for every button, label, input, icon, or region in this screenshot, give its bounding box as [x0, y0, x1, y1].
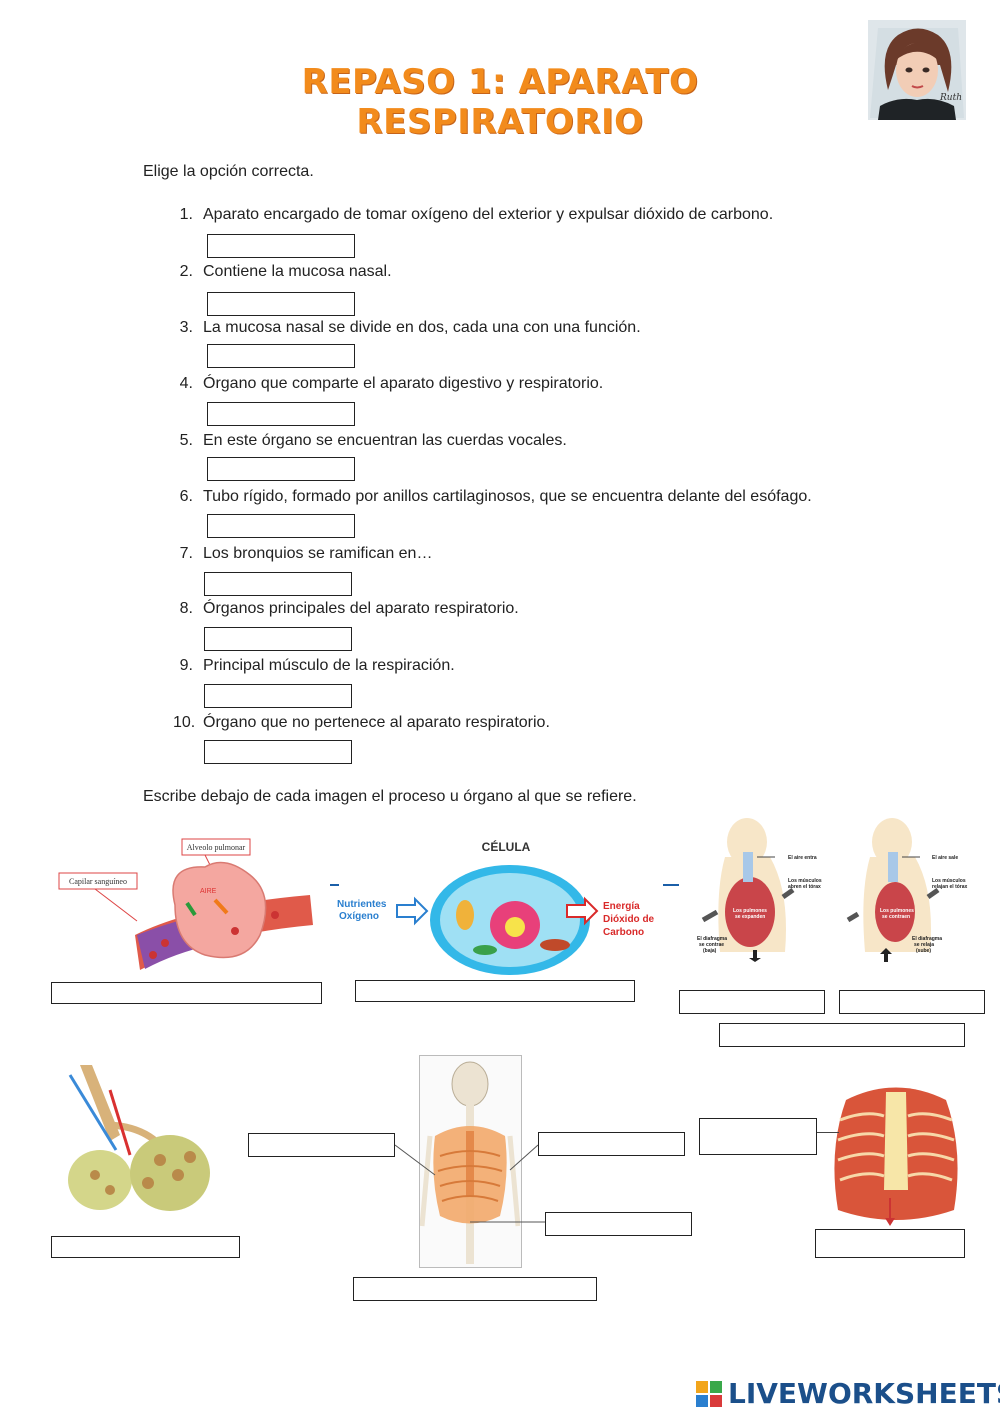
svg-text:El diafragma: El diafragma: [912, 936, 942, 942]
answer-box-intercostal[interactable]: [699, 1118, 817, 1155]
answer-box-4[interactable]: [207, 402, 355, 426]
answer-box-2[interactable]: [207, 292, 355, 316]
svg-text:Los músculos: Los músculos: [788, 878, 822, 884]
separator-dash-1: [330, 884, 339, 886]
answer-box-inhalation[interactable]: [679, 990, 825, 1014]
cell-title: CÉLULA: [482, 839, 531, 854]
svg-text:Los pulmones: Los pulmones: [880, 908, 914, 914]
inhalation-illustration: El aire entra Los músculos abren el tóra…: [697, 818, 822, 962]
answer-box-skeleton[interactable]: [353, 1277, 597, 1301]
svg-text:se relaja: se relaja: [914, 942, 934, 948]
avatar: Ruth: [868, 20, 966, 120]
label-capillary: Capilar sanguíneo: [69, 877, 127, 886]
cell-output-label-1: Energía: [603, 901, 640, 912]
answer-box-10[interactable]: [204, 740, 352, 764]
ribcage-skeleton-illustration: [420, 1061, 520, 1264]
answer-box-5[interactable]: [207, 457, 355, 481]
svg-text:Los pulmones: Los pulmones: [733, 908, 767, 914]
answer-box-sternum[interactable]: [545, 1212, 692, 1236]
answer-box-diaphragm[interactable]: [815, 1229, 965, 1258]
answer-box-6[interactable]: [207, 514, 355, 538]
answer-box-8[interactable]: [204, 627, 352, 651]
svg-text:se contraen: se contraen: [882, 914, 910, 920]
svg-text:(baja): (baja): [703, 948, 717, 954]
answer-box-alveolus[interactable]: [51, 982, 322, 1004]
liveworksheets-icon: [696, 1381, 722, 1407]
answer-box-ribs-right[interactable]: [538, 1132, 685, 1156]
liveworksheets-logo: LIVEWORKSHEETS: [696, 1375, 1000, 1411]
cell-input-label-2: Oxígeno: [339, 911, 379, 922]
cell-input-label-1: Nutrientes: [337, 899, 387, 910]
separator-dash-2: [663, 884, 679, 886]
answer-box-cell[interactable]: [355, 980, 635, 1002]
svg-text:El aire sale: El aire sale: [932, 855, 958, 861]
svg-text:relajan el tórax: relajan el tórax: [932, 884, 968, 890]
intercostal-leader-line: [817, 1132, 839, 1133]
instructions-part2: Escribe debajo de cada imagen el proceso…: [143, 788, 637, 805]
answer-box-1[interactable]: [207, 234, 355, 258]
svg-text:Los músculos: Los músculos: [932, 878, 966, 884]
answer-box-bronchi[interactable]: [51, 1236, 240, 1258]
cell-illustration: CÉLULA Nutrientes Oxígeno Energía Dióxid…: [337, 839, 655, 975]
answer-box-7[interactable]: [204, 572, 352, 596]
bronchi-alveoli-illustration: [68, 1065, 210, 1211]
skeleton-leader-lines: [395, 1144, 545, 1223]
answer-box-exhalation[interactable]: [839, 990, 985, 1014]
svg-text:(sube): (sube): [916, 948, 931, 954]
svg-text:El diafragma: El diafragma: [697, 936, 727, 942]
label-alveolus: Alveolo pulmonar: [187, 843, 246, 852]
answer-box-ribs-left[interactable]: [248, 1133, 395, 1157]
svg-text:se contrae: se contrae: [699, 942, 724, 948]
answer-box-9[interactable]: [204, 684, 352, 708]
page-title: REPASO 1: APARATO RESPIRATORIO: [301, 62, 699, 142]
svg-text:El aire entra: El aire entra: [788, 855, 817, 861]
cell-output-label-2: Dióxido de: [603, 914, 655, 925]
instructions-part1: Elige la opción correcta.: [143, 163, 314, 180]
svg-text:se expanden: se expanden: [735, 914, 765, 920]
answer-box-3[interactable]: [207, 344, 355, 368]
label-air: AIRE: [200, 888, 217, 895]
answer-box-breathing[interactable]: [719, 1023, 965, 1047]
cell-output-label-3: Carbono: [603, 927, 644, 938]
alveolus-illustration: Capilar sanguíneo Alveolo pulmonar AIRE: [58, 838, 313, 970]
exhalation-illustration: El aire sale Los músculos relajan el tór…: [846, 818, 968, 962]
svg-text:abren el tórax: abren el tórax: [788, 884, 821, 890]
ribcage-muscles-illustration: [834, 1087, 958, 1226]
brand-name: LIVEWORKSHEETS: [728, 1377, 1000, 1410]
signature: Ruth: [939, 93, 962, 103]
